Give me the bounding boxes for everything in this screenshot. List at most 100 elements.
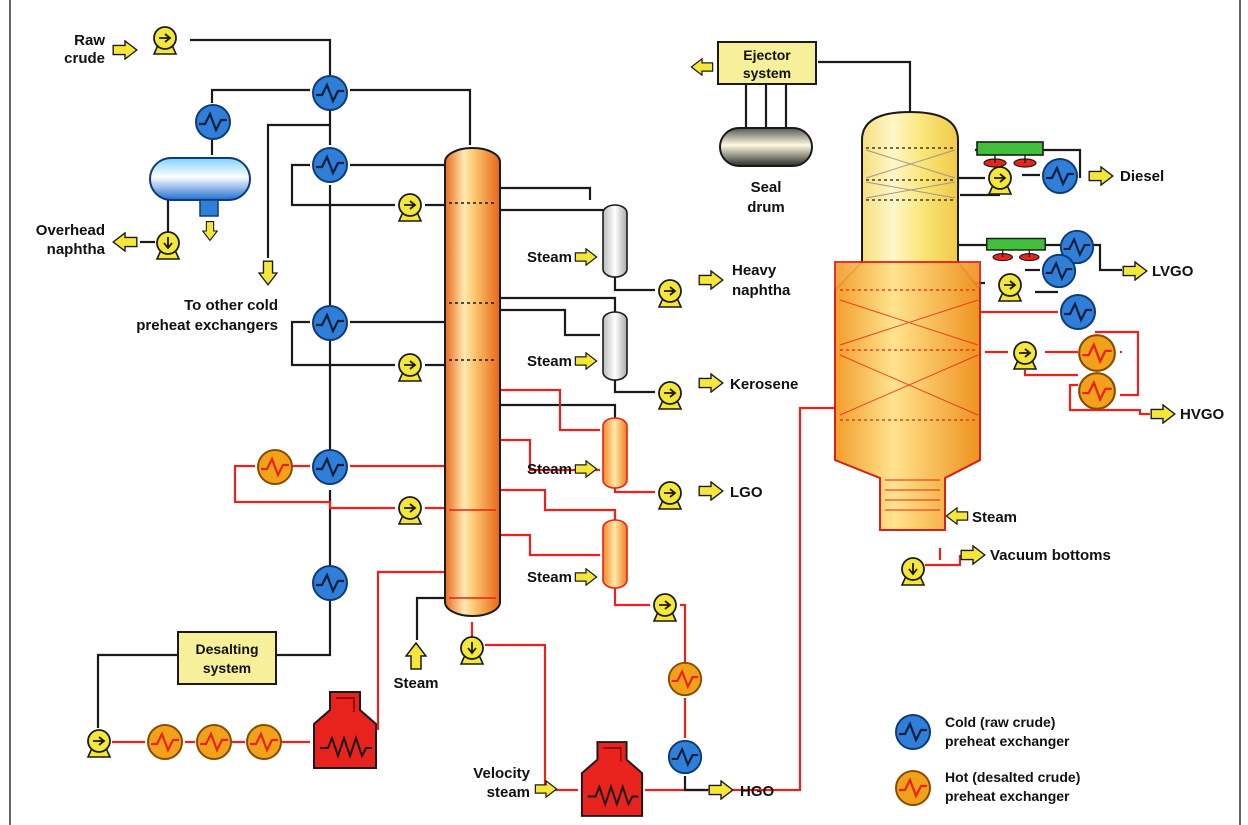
desalting-label-2: system: [203, 660, 251, 676]
lvgo-label: LVGO: [1152, 263, 1194, 280]
stripper-icon: [602, 204, 628, 278]
steam-vacuum-label: Steam: [972, 509, 1017, 526]
heavy-naphtha-label-1: Heavy: [732, 262, 777, 279]
furnace-icon: [313, 691, 377, 769]
cold-exchanger-icon: [667, 739, 703, 775]
vacuum-bottoms-label: Vacuum bottoms: [990, 547, 1111, 564]
seal-drum-label-2: drum: [747, 199, 785, 216]
legend-hot-exchanger-icon: [894, 769, 932, 807]
steam-label-4: Steam: [527, 569, 572, 586]
legend: Cold (raw crude) preheat exchanger Hot (…: [894, 713, 1080, 807]
hot-exchanger-icon: [256, 448, 294, 486]
hot-exchanger-icon: [245, 723, 283, 761]
hvgo-label: HVGO: [1180, 406, 1225, 423]
steam-label-1: Steam: [527, 249, 572, 266]
legend-cold-label-2: preheat exchanger: [945, 733, 1070, 749]
pump-icon: [87, 729, 111, 758]
desalting-system: Desalting system: [177, 631, 277, 685]
ejector-label-2: system: [743, 65, 791, 81]
arrow-icon: [1150, 404, 1176, 424]
overhead-naphtha-label-1: Overhead: [36, 222, 105, 239]
pump-icon: [460, 636, 484, 665]
hot-exchanger-icon: [195, 723, 233, 761]
vacuum-column: [834, 110, 981, 531]
hot-exchanger-icon: [1077, 333, 1117, 373]
lgo-label: LGO: [730, 484, 763, 501]
cold-piping: [96, 38, 655, 728]
pump-icon: [988, 166, 1012, 195]
ejector-outlet-arrow-icon: [690, 58, 714, 76]
cold-exchanger-icon: [311, 564, 349, 602]
arrow-icon: [574, 352, 598, 370]
furnace-icon: [580, 741, 644, 817]
diesel-label: Diesel: [1120, 168, 1164, 185]
stripper-icon: [602, 519, 628, 589]
arrow-icon: [574, 248, 598, 266]
arrow-icon: [534, 780, 558, 798]
water-out-arrow-icon: [202, 220, 218, 242]
labels: Raw crude Overhead naphtha To other cold…: [36, 32, 1225, 801]
cold-exchanger-icon: [1041, 253, 1077, 289]
arrow-icon: [698, 481, 724, 501]
pump-icon: [658, 481, 682, 510]
pump-icon: [901, 557, 925, 586]
kerosene-label: Kerosene: [730, 376, 798, 393]
cold-exchanger-icon: [311, 304, 349, 342]
cold-exchanger-icon: [311, 146, 349, 184]
arrow-icon: [112, 232, 138, 252]
atmospheric-column: [444, 147, 501, 617]
arrow-icon: [708, 780, 734, 800]
pump-icon: [658, 279, 682, 308]
arrow-icon: [405, 642, 427, 670]
stripper-icon: [602, 311, 628, 381]
seal-drum: Seal drum: [719, 127, 813, 216]
cold-exchanger-icon: [1059, 293, 1097, 331]
steam-label-2: Steam: [527, 353, 572, 370]
legend-hot-label-1: Hot (desalted crude): [945, 769, 1080, 785]
air-cooler-icon: [986, 237, 1046, 262]
arrow-icon: [698, 373, 724, 393]
raw-crude-label-2: crude: [64, 50, 105, 67]
side-strippers: [602, 204, 628, 589]
pump-icon: [398, 496, 422, 525]
arrow-icon: [1122, 261, 1148, 281]
hot-exchanger-icon: [667, 661, 703, 697]
cold-exchanger-icon: [311, 74, 349, 112]
cold-exchanger-icon: [1041, 157, 1079, 195]
arrow-icon: [574, 568, 598, 586]
hgo-label: HGO: [740, 783, 775, 800]
ejector-label-1: Ejector: [743, 47, 791, 63]
air-cooler-icon: [976, 141, 1044, 168]
cold-exchanger-icon: [311, 448, 349, 486]
legend-hot-label-2: preheat exchanger: [945, 788, 1070, 804]
desalting-label-1: Desalting: [195, 641, 258, 657]
legend-cold-exchanger-icon: [894, 713, 932, 751]
arrow-icon: [574, 460, 598, 478]
velocity-steam-label-1: Velocity: [473, 765, 530, 782]
hot-exchanger-icon: [1077, 371, 1117, 411]
pump-icon: [156, 231, 180, 260]
arrow-icon: [945, 507, 969, 525]
arrow-icon: [1088, 166, 1114, 186]
pump-icon: [398, 353, 422, 382]
pump-icon: [398, 193, 422, 222]
to-other-cold-label-2: preheat exchangers: [136, 317, 278, 334]
hot-exchanger-icon: [146, 723, 184, 761]
arrow-icon: [960, 545, 986, 565]
legend-cold-label-1: Cold (raw crude): [945, 714, 1055, 730]
arrow-icon: [112, 40, 138, 60]
overhead-drum: [149, 157, 251, 242]
arrow-icon: [698, 270, 724, 290]
pump-icon: [998, 273, 1022, 302]
seal-drum-label-1: Seal: [751, 179, 782, 196]
pump-icon: [653, 593, 677, 622]
ejector-system: Ejector system: [690, 41, 817, 85]
overhead-naphtha-label-2: naphtha: [47, 241, 106, 258]
pump-icon: [658, 381, 682, 410]
velocity-steam-label-2: steam: [487, 784, 530, 801]
pump-icon: [153, 26, 177, 55]
heavy-naphtha-label-2: naphtha: [732, 282, 791, 299]
steam-label-3: Steam: [527, 461, 572, 478]
to-other-cold-label-1: To other cold: [184, 297, 278, 314]
